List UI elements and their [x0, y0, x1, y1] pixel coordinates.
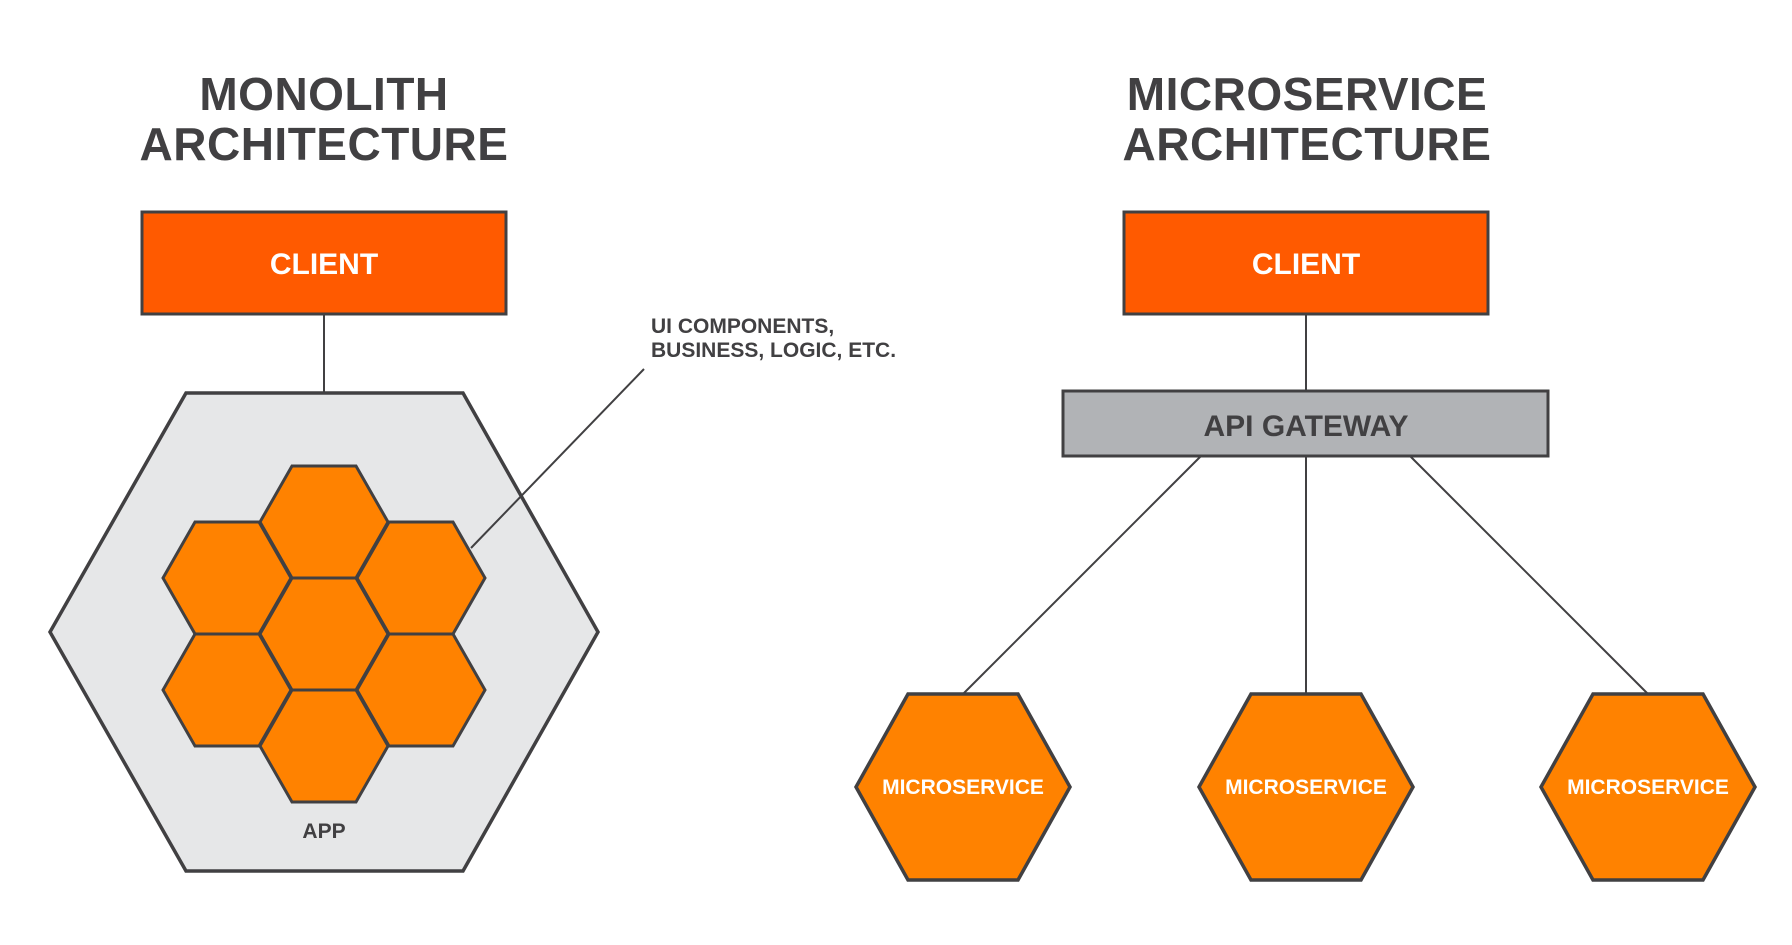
- microservice-label: MICROSERVICE: [882, 776, 1044, 799]
- microservice-hexagon: [1196, 692, 1416, 882]
- gateway-service-connector: [1409, 455, 1649, 695]
- microservice-client-box: [1122, 210, 1490, 316]
- microservice-node: MICROSERVICE: [853, 692, 1073, 882]
- api-gateway-label: API GATEWAY: [1203, 410, 1408, 443]
- microservice-node: MICROSERVICE: [1538, 692, 1758, 882]
- microservice-hexagon: [1538, 692, 1758, 882]
- monolith-client-label: CLIENT: [270, 248, 378, 281]
- microservice-client-label: CLIENT: [1252, 248, 1360, 281]
- monolith-app-label: APP: [302, 820, 345, 843]
- microservice-title-line1: MICROSERVICE: [1127, 68, 1487, 120]
- callout-text-line2: BUSINESS, LOGIC, ETC.: [651, 339, 896, 362]
- api-gateway-box: [1061, 389, 1550, 458]
- callout-leader-line: [470, 368, 645, 549]
- microservice-title-line2: ARCHITECTURE: [1123, 118, 1492, 170]
- monolith-title-line2: ARCHITECTURE: [140, 118, 509, 170]
- monolith-title-line1: MONOLITH: [199, 68, 448, 120]
- microservice-hexagon: [853, 692, 1073, 882]
- monolith-client-box: [140, 210, 508, 316]
- microservice-node: MICROSERVICE: [1196, 692, 1416, 882]
- module-cluster: [161, 464, 487, 804]
- microservice-section: MICROSERVICE ARCHITECTURE CLIENT API GAT…: [853, 68, 1758, 882]
- microservice-label: MICROSERVICE: [1225, 776, 1387, 799]
- module-hexagon: [258, 688, 390, 804]
- callout-text-line1: UI COMPONENTS,: [651, 315, 834, 338]
- gateway-service-connector: [962, 455, 1202, 695]
- monolith-section: MONOLITH ARCHITECTURE CLIENT APP UI COMP…: [47, 68, 896, 873]
- microservice-label: MICROSERVICE: [1567, 776, 1729, 799]
